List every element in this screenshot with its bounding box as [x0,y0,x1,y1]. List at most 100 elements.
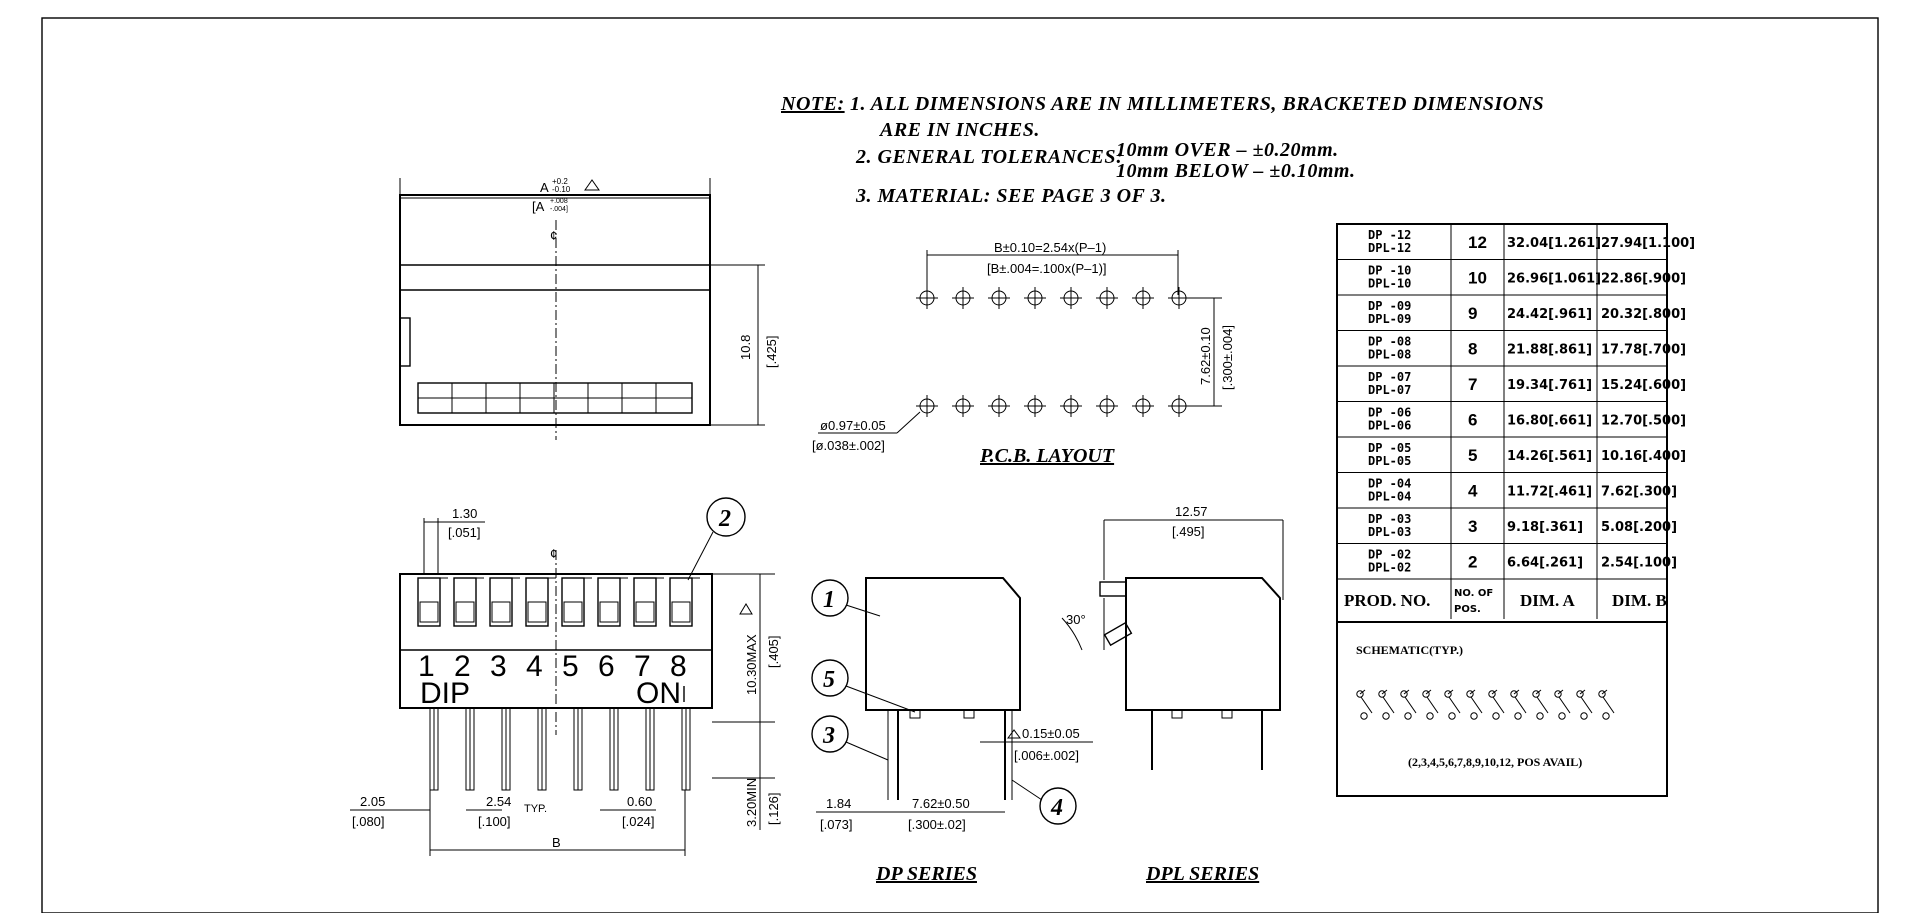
top-view-body [399,194,711,426]
dp-offset: 1.84 [826,796,851,811]
schematic-switch [1400,689,1417,720]
dim-b-value: 20.32[.800] [1601,307,1686,322]
prod-no: DPL-09 [1368,312,1411,326]
pcb-hole [1024,395,1046,417]
dim-a-value: 14.26[.561] [1507,449,1592,464]
pin [573,707,583,791]
head-b: DIM. B [1612,591,1667,610]
pos-count: 10 [1468,269,1487,288]
pcb-hole [952,395,974,417]
switch-number: 7 [634,650,651,683]
edge-dim: 2.05 [360,794,385,809]
prod-no: DPL-02 [1368,561,1411,575]
schematic-symbol [1356,689,1615,720]
prod-no: DP -12 [1368,228,1411,242]
prod-no: DP -03 [1368,512,1411,526]
switch-number: 4 [526,650,543,683]
dp-thickness: 0.15±0.05 [1022,726,1080,741]
pcb-hole [1096,287,1118,309]
dim-b-value: 15.24[.600] [1601,378,1686,393]
callout-4: 4 [1050,795,1063,821]
pcb-row-spacing: 7.62±0.10 [1198,327,1213,385]
front-height-in: [.405] [766,635,781,668]
notes-block: NOTE: 1. ALL DIMENSIONS ARE IN MILLIMETE… [780,93,1544,207]
switch-number: 2 [454,650,471,683]
callout-5: 5 [823,667,835,693]
pcb-hole [916,395,938,417]
switch-number: 5 [562,650,579,683]
pitch-dim: 2.54 [486,794,511,809]
dim-a-value: 16.80[.661] [1507,414,1592,429]
head-pos: NO. OF [1454,588,1493,599]
pin-width: 0.60 [627,794,652,809]
switch-actuator [525,577,556,627]
dip-label: DIP [420,677,470,710]
dim-a-value: 21.88[.861] [1507,343,1592,358]
prod-no: DPL-12 [1368,241,1411,255]
prod-no: DPL-08 [1368,348,1411,362]
head-pos: POS. [1454,604,1481,615]
top-height-in: [.425] [764,335,779,368]
dim-b-value: 5.08[.200] [1601,520,1677,535]
prod-no: DP -02 [1368,548,1411,562]
dp-series-view: 1 5 3 4 0.15±0.05 [.006±.002] 1.84 [.073… [811,577,1093,885]
dp-row: 7.62±0.50 [912,796,970,811]
dim-a: A [540,180,549,195]
pcb-holes [916,287,1190,417]
revision-triangle [584,179,600,191]
dim-a-value: 32.04[1.261] [1507,236,1601,251]
dp-title: DP SERIES [875,863,977,885]
prod-no: DPL-03 [1368,525,1411,539]
dpl-title: DPL SERIES [1145,863,1259,885]
note-1: 1. ALL DIMENSIONS ARE IN MILLIMETERS, BR… [850,93,1544,115]
switch-actuator [597,577,628,627]
top-cl-mark: ¢ [550,228,557,243]
schematic-label: SCHEMATIC(TYP.) [1356,643,1463,657]
prod-no: DP -05 [1368,441,1411,455]
dim-b-value: 2.54[.100] [1601,556,1677,571]
top-height: 10.8 [738,335,753,360]
pin [465,707,475,791]
pitch-1: 1.30 [452,506,477,521]
switch-number: 1 [418,650,435,683]
note-1b: ARE IN INCHES. [878,119,1040,141]
dim-b-value: 22.86[.900] [1601,272,1686,287]
prod-no: DPL-06 [1368,419,1411,433]
prod-no: DP -04 [1368,477,1411,491]
pin [429,707,439,791]
schematic-switch [1554,689,1571,720]
pin [609,707,619,791]
schematic-switch [1510,689,1527,720]
pcb-hole [1132,395,1154,417]
callout-3: 3 [822,723,835,749]
pin [645,707,655,791]
pcb-hole [1024,287,1046,309]
switch-actuator [561,577,592,627]
pcb-title: P.C.B. LAYOUT [979,445,1115,467]
schematic-switch [1444,689,1461,720]
switch-actuator [417,577,448,627]
pos-count: 2 [1468,553,1477,572]
callout-1: 1 [823,587,835,613]
dp-body [865,577,1021,711]
switch-number: 3 [490,650,507,683]
dp-thickness-in: [.006±.002] [1014,748,1079,763]
pos-count: 7 [1468,375,1477,394]
pcb-dim-b: B±0.10=2.54x(P–1) [994,240,1106,255]
head-a: DIM. A [1520,591,1576,610]
front-dim-b: B [552,835,561,850]
dim-a-value: 6.64[.261] [1507,556,1583,571]
schematic-switch [1532,689,1549,720]
prod-no: DP -06 [1368,406,1411,420]
switch-number: 8 [670,650,687,683]
prod-no: DP -10 [1368,264,1411,278]
prod-no: DPL-05 [1368,454,1411,468]
